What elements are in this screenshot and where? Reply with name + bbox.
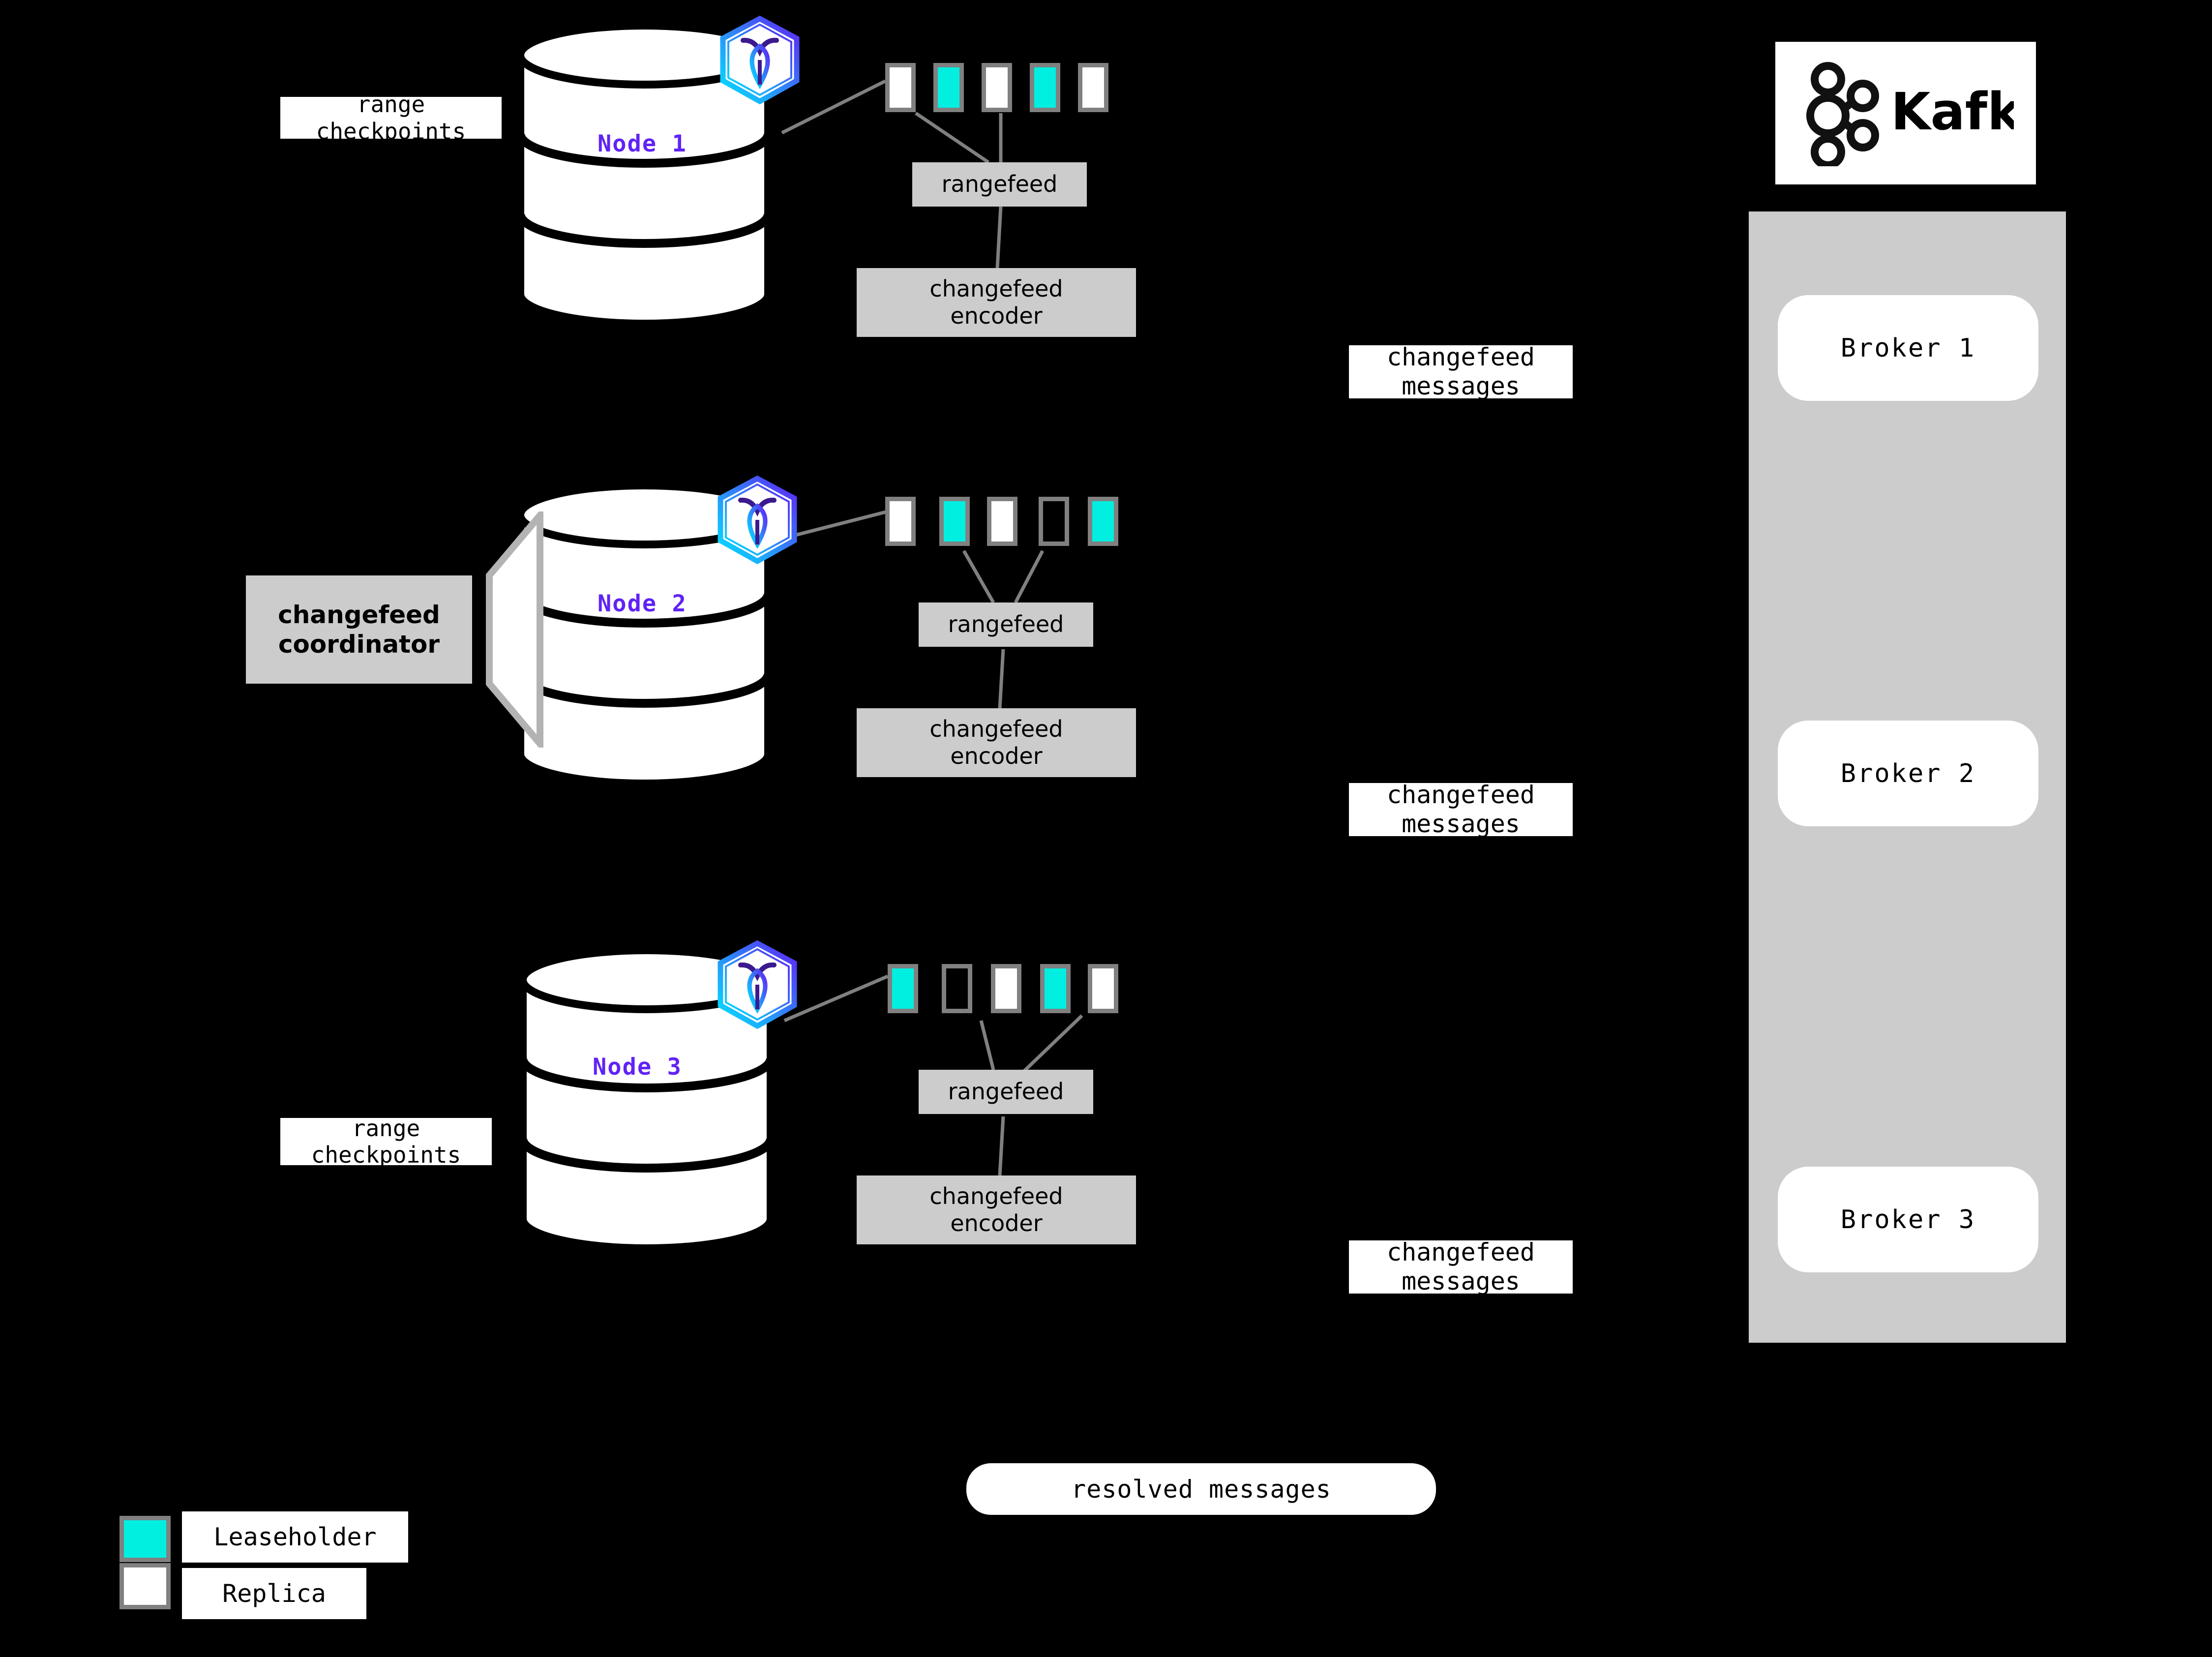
range-cell	[982, 63, 1012, 112]
kafka-wordmark: Kafka	[1891, 82, 2014, 142]
node-2-label: Node 2	[598, 590, 687, 617]
node-3-range-checkpoints-label: range checkpoints	[280, 1115, 492, 1168]
node-1-label: Node 1	[598, 130, 687, 157]
range-cell	[1078, 63, 1108, 112]
broker-2-box: Broker 2	[1778, 721, 2038, 826]
range-cell	[1088, 964, 1118, 1013]
resolved-messages-pill: resolved messages	[966, 1463, 1436, 1515]
legend-label-replica: Replica	[182, 1568, 366, 1619]
node-1-cylinder	[511, 25, 777, 325]
changefeed-messages-label-2: changefeed messages	[1349, 781, 1573, 838]
node-3-changefeed-encoder-box: changefeed encoder	[857, 1175, 1136, 1244]
range-cell	[888, 964, 918, 1013]
range-cell	[942, 964, 972, 1013]
broker-3-box: Broker 3	[1778, 1167, 2038, 1272]
changefeed-messages-label-1: changefeed messages	[1349, 343, 1573, 400]
range-cell	[991, 964, 1021, 1013]
range-cell	[939, 497, 970, 546]
node-1-range-checkpoints-label: range checkpoints	[280, 91, 502, 145]
cockroachdb-hexagon-icon	[713, 475, 802, 568]
range-cell	[1030, 63, 1060, 112]
node-2-cylinder	[511, 484, 777, 784]
range-cell	[885, 63, 916, 112]
range-cell	[1088, 497, 1118, 546]
cockroachdb-hexagon-icon	[716, 15, 804, 108]
broker-1-box: Broker 1	[1778, 295, 2038, 401]
node-3-rangefeed-box: rangefeed	[919, 1070, 1093, 1114]
node-3-label: Node 3	[593, 1054, 682, 1081]
legend-swatch-leaseholder	[120, 1516, 171, 1562]
legend-swatch-replica	[120, 1563, 171, 1609]
range-cell	[987, 497, 1017, 546]
kafka-logo-box: Kafka	[1775, 42, 2036, 184]
range-cell	[1040, 964, 1071, 1013]
changefeed-coordinator-pointer	[486, 512, 543, 748]
changefeed-coordinator-box: changefeed coordinator	[246, 575, 472, 684]
node-3-cylinder	[514, 949, 779, 1249]
range-cell	[1039, 497, 1069, 546]
node-2-changefeed-encoder-box: changefeed encoder	[857, 708, 1136, 777]
range-cell	[933, 63, 964, 112]
kafka-logo-icon: Kafka	[1806, 61, 2014, 166]
node-1-rangefeed-box: rangefeed	[912, 162, 1087, 207]
legend-label-leaseholder: Leaseholder	[182, 1511, 408, 1563]
node-2-rangefeed-box: rangefeed	[919, 603, 1093, 647]
cockroachdb-hexagon-icon	[713, 939, 802, 1032]
changefeed-messages-label-3: changefeed messages	[1349, 1238, 1573, 1295]
node-1-changefeed-encoder-box: changefeed encoder	[857, 268, 1136, 337]
range-cell	[885, 497, 916, 546]
